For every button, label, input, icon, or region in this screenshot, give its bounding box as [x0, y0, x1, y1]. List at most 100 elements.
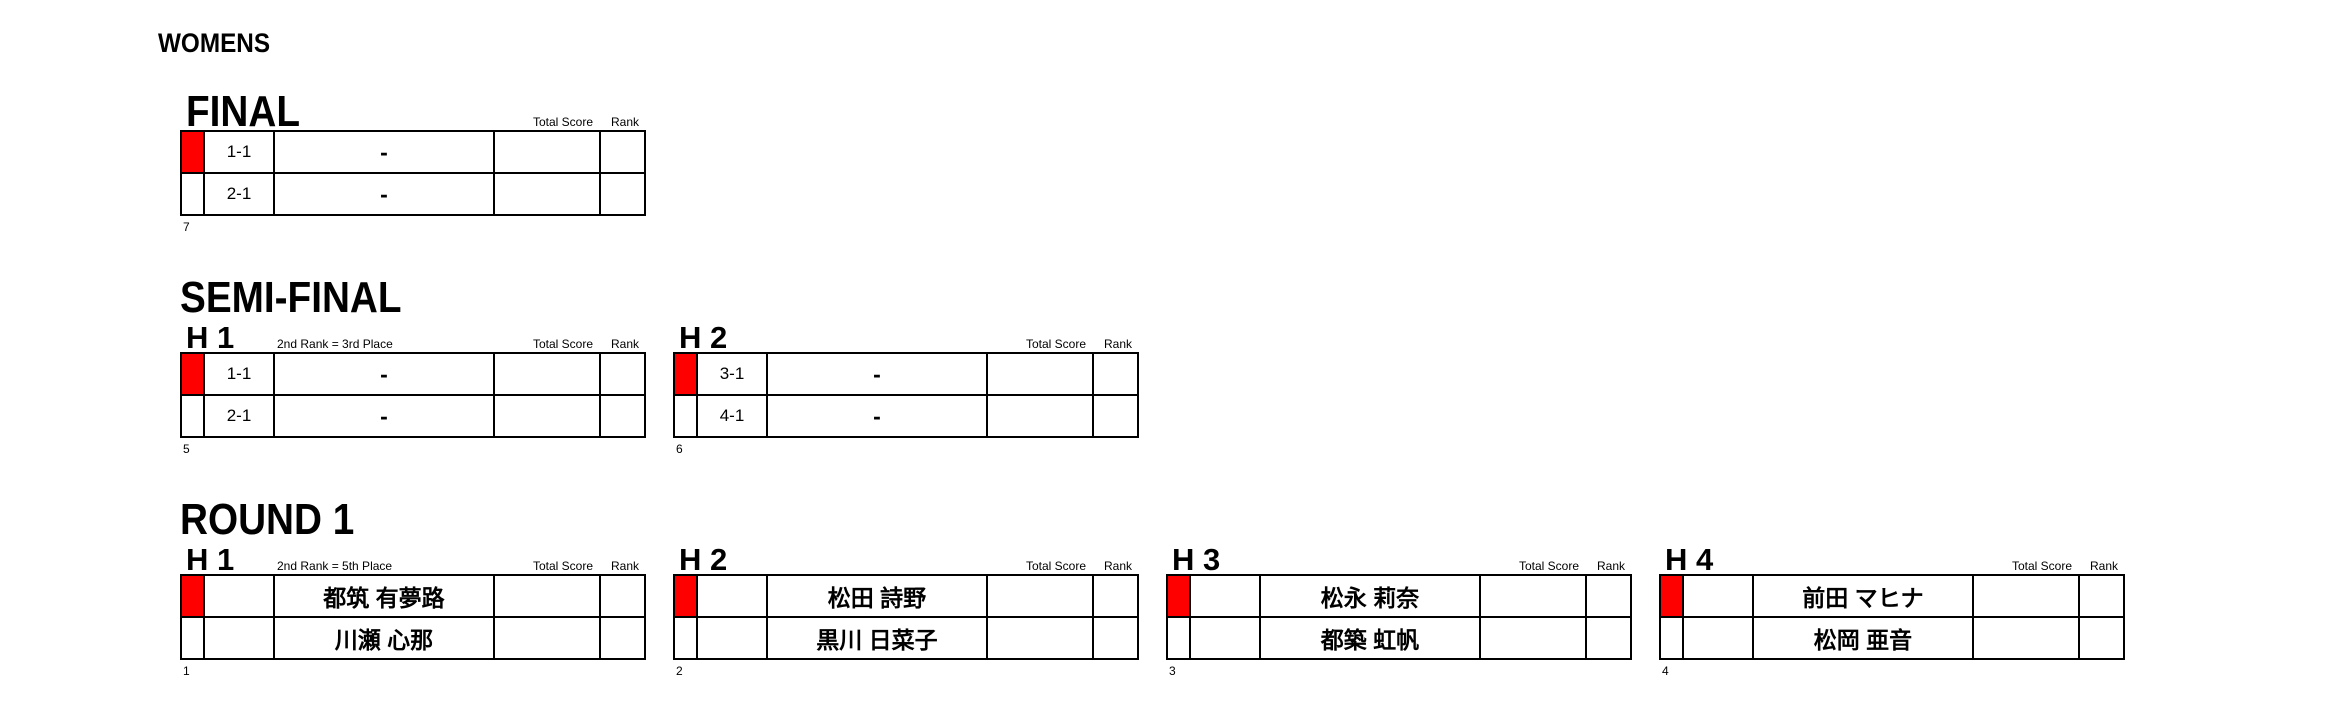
category-title: WOMENS — [158, 28, 271, 58]
athlete-name-cell: 松岡 亜音 — [1752, 616, 1974, 660]
seed-cell — [696, 616, 768, 660]
seed-cell — [1189, 574, 1261, 618]
rank-header: Rank — [1103, 337, 1132, 351]
rank-header: Rank — [1596, 559, 1625, 573]
total-score-cell — [493, 394, 601, 438]
athlete-name-cell: - — [766, 352, 988, 396]
total-score-cell — [493, 616, 601, 660]
seed-cell: 1-1 — [203, 352, 275, 396]
semi-final-title: SEMI-FINAL — [180, 273, 402, 322]
heat-row: 川瀬 心那 — [180, 616, 646, 660]
semi-final-heat-2-table: 3-1 - 4-1 - — [673, 352, 1139, 438]
heat-row: 都築 虹帆 — [1166, 616, 1632, 660]
total-score-cell — [986, 394, 1094, 438]
rank-header: Rank — [1103, 559, 1132, 573]
round-1-heat-2-label: H 2 — [679, 542, 728, 577]
color-slot-white — [673, 616, 698, 660]
athlete-name-cell: 都筑 有夢路 — [273, 574, 495, 618]
athlete-name-cell: 前田 マヒナ — [1752, 574, 1974, 618]
total-score-cell — [493, 172, 601, 216]
total-score-header: Total Score — [1025, 559, 1087, 573]
rank-cell — [1585, 616, 1632, 660]
total-score-header: Total Score — [532, 337, 594, 351]
seed-cell: 2-1 — [203, 394, 275, 438]
athlete-name-cell: 都築 虹帆 — [1259, 616, 1481, 660]
round-1-heat-1-table: 都筑 有夢路 川瀬 心那 — [180, 574, 646, 660]
seed-cell — [1189, 616, 1261, 660]
heat-row: 松田 詩野 — [673, 574, 1139, 618]
rank-cell — [2078, 616, 2125, 660]
athlete-name-cell: - — [273, 172, 495, 216]
heat-row: 1-1 - — [180, 130, 646, 174]
color-slot-white — [180, 616, 205, 660]
seed-cell: 3-1 — [696, 352, 768, 396]
rank-cell — [599, 616, 646, 660]
seed-cell: 4-1 — [696, 394, 768, 438]
heat-number: 5 — [183, 442, 190, 456]
athlete-name-cell: - — [273, 352, 495, 396]
final-heat-table: 1-1 - 2-1 - — [180, 130, 646, 216]
color-slot-white — [1659, 616, 1684, 660]
rank-cell — [599, 172, 646, 216]
round-1-heat-3-table: 松永 莉奈 都築 虹帆 — [1166, 574, 1632, 660]
color-slot-white — [180, 172, 205, 216]
semi-final-heat-2-label: H 2 — [679, 320, 728, 355]
total-score-cell — [1479, 574, 1587, 618]
seed-cell — [203, 616, 275, 660]
heat-row: 松永 莉奈 — [1166, 574, 1632, 618]
color-slot-red — [1166, 574, 1191, 618]
rank-cell — [1092, 574, 1139, 618]
seed-cell — [1682, 574, 1754, 618]
heat-number: 7 — [183, 220, 190, 234]
heat-row: 黒川 日菜子 — [673, 616, 1139, 660]
total-score-cell — [493, 130, 601, 174]
color-slot-red — [180, 352, 205, 396]
semi-final-heat-1-table: 1-1 - 2-1 - — [180, 352, 646, 438]
heat-row: 1-1 - — [180, 352, 646, 396]
semi-final-heat-1-label: H 1 — [186, 320, 235, 355]
total-score-header: Total Score — [1025, 337, 1087, 351]
rank-cell — [599, 352, 646, 396]
total-score-header: Total Score — [532, 559, 594, 573]
round-1-title: ROUND 1 — [180, 495, 355, 544]
round-1-heat-1-label: H 1 — [186, 542, 235, 577]
final-rank-header: Rank — [610, 115, 639, 129]
rank-header: Rank — [610, 559, 639, 573]
seed-cell: 2-1 — [203, 172, 275, 216]
seed-cell: 1-1 — [203, 130, 275, 174]
heat-row: 3-1 - — [673, 352, 1139, 396]
seed-cell — [203, 574, 275, 618]
athlete-name-cell: - — [273, 130, 495, 174]
heat-row: 2-1 - — [180, 172, 646, 216]
heat-number: 4 — [1662, 664, 1669, 678]
heat-number: 3 — [1169, 664, 1176, 678]
total-score-cell — [1972, 574, 2080, 618]
athlete-name-cell: - — [766, 394, 988, 438]
round-1-heat-4-table: 前田 マヒナ 松岡 亜音 — [1659, 574, 2125, 660]
round-1-heat-4-label: H 4 — [1665, 542, 1714, 577]
heat-number: 6 — [676, 442, 683, 456]
color-slot-white — [180, 394, 205, 438]
total-score-header: Total Score — [1518, 559, 1580, 573]
color-slot-red — [1659, 574, 1684, 618]
total-score-cell — [493, 352, 601, 396]
rank-cell — [599, 130, 646, 174]
heat-row: 都筑 有夢路 — [180, 574, 646, 618]
color-slot-red — [180, 574, 205, 618]
rank-cell — [1092, 616, 1139, 660]
athlete-name-cell: - — [273, 394, 495, 438]
heat-number: 2 — [676, 664, 683, 678]
athlete-name-cell: 松永 莉奈 — [1259, 574, 1481, 618]
rank-cell — [599, 574, 646, 618]
color-slot-white — [1166, 616, 1191, 660]
color-slot-white — [673, 394, 698, 438]
total-score-cell — [1972, 616, 2080, 660]
total-score-cell — [986, 574, 1094, 618]
rank-cell — [1585, 574, 1632, 618]
heat-row: 2-1 - — [180, 394, 646, 438]
semi-final-note: 2nd Rank = 3rd Place — [277, 337, 393, 351]
seed-cell — [696, 574, 768, 618]
rank-cell — [2078, 574, 2125, 618]
rank-header: Rank — [610, 337, 639, 351]
total-score-cell — [1479, 616, 1587, 660]
